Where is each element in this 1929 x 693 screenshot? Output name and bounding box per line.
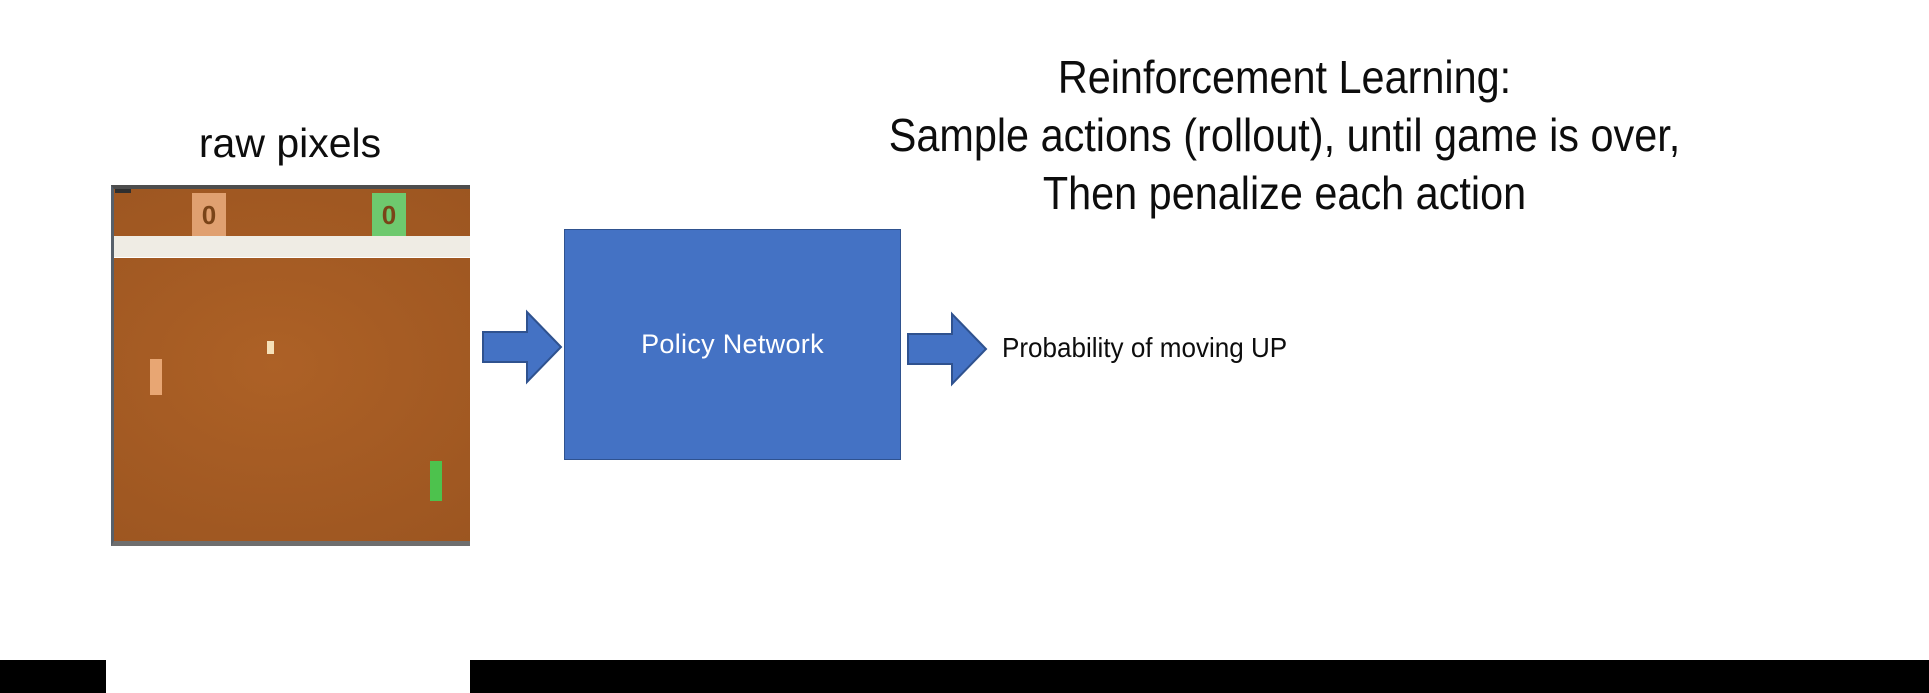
input-arrow-icon xyxy=(482,309,563,385)
policy-network-label: Policy Network xyxy=(641,329,824,359)
pong-ball xyxy=(267,341,274,354)
heading-line-3: Then penalize each action xyxy=(1042,167,1527,219)
heading-line-2: Sample actions (rollout), until game is … xyxy=(888,109,1681,161)
bottom-bar-left xyxy=(0,660,106,693)
pong-paddle-right xyxy=(430,461,442,501)
slide-heading: Reinforcement Learning: Sample actions (… xyxy=(704,48,1864,222)
bottom-bar-right xyxy=(470,660,1929,693)
policy-network-box[interactable]: Policy Network xyxy=(564,229,901,460)
pong-game-screenshot: 0 0 xyxy=(111,185,470,546)
pong-divider-line xyxy=(114,236,470,257)
score-left: 0 xyxy=(192,193,226,237)
score-right: 0 xyxy=(372,193,406,237)
heading-line-1: Reinforcement Learning: xyxy=(1057,51,1512,103)
output-arrow-icon xyxy=(907,311,988,387)
output-label: Probability of moving UP xyxy=(1002,332,1288,363)
pong-paddle-left xyxy=(150,359,162,395)
raw-pixels-caption: raw pixels xyxy=(198,120,382,166)
pong-corner-marker xyxy=(115,189,131,193)
pong-score-band: 0 0 xyxy=(114,189,470,237)
